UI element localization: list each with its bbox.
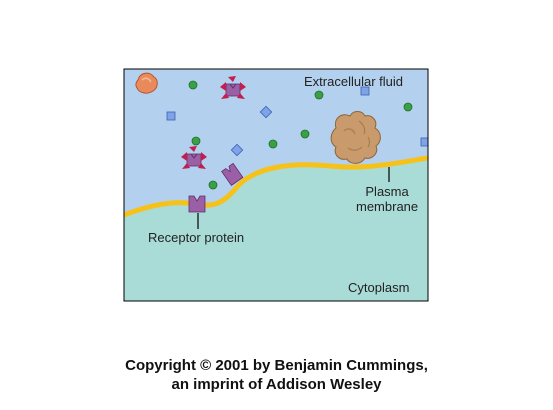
copyright-notice: Copyright © 2001 by Benjamin Cummings, a… bbox=[0, 356, 553, 394]
signal-molecule bbox=[181, 146, 207, 169]
plasma-membrane-label-line1: Plasma bbox=[365, 184, 409, 199]
blue-square-molecule bbox=[420, 137, 428, 147]
cytoplasm-region bbox=[124, 158, 428, 301]
green-molecule bbox=[268, 139, 278, 149]
copyright-line-2: an imprint of Addison Wesley bbox=[171, 376, 382, 393]
blue-diamond-molecule bbox=[259, 105, 273, 119]
copyright-line-1: Copyright © 2001 by Benjamin Cummings, bbox=[125, 357, 428, 374]
plasma-membrane bbox=[124, 155, 428, 218]
green-molecule bbox=[191, 136, 201, 146]
green-molecule bbox=[314, 90, 324, 100]
green-molecule bbox=[300, 129, 310, 139]
large-molecule bbox=[330, 111, 381, 164]
receptor-protein-label: Receptor protein bbox=[148, 230, 245, 245]
green-molecule bbox=[403, 102, 413, 112]
plasma-membrane-label: Plasma membrane bbox=[356, 184, 418, 214]
green-molecule bbox=[208, 180, 218, 190]
cytoplasm-label: Cytoplasm bbox=[348, 280, 410, 295]
signal-molecule bbox=[220, 76, 246, 99]
receptor-protein bbox=[188, 195, 206, 213]
blue-square-molecule bbox=[360, 86, 370, 96]
diagram-frame bbox=[123, 68, 429, 302]
receptor-protein-angled bbox=[221, 162, 244, 186]
green-molecule bbox=[188, 80, 198, 90]
extracellular-fluid-label: Extracellular fluid bbox=[304, 74, 403, 89]
blue-diamond-molecule bbox=[230, 143, 244, 157]
blue-square-molecule bbox=[166, 111, 176, 121]
cell-membrane-diagram: Extracellular fluid Plasma membrane Rece… bbox=[123, 68, 429, 302]
diagram-canvas bbox=[123, 68, 429, 302]
plasma-membrane-label-line2: membrane bbox=[356, 199, 419, 214]
small-protein bbox=[135, 72, 158, 94]
